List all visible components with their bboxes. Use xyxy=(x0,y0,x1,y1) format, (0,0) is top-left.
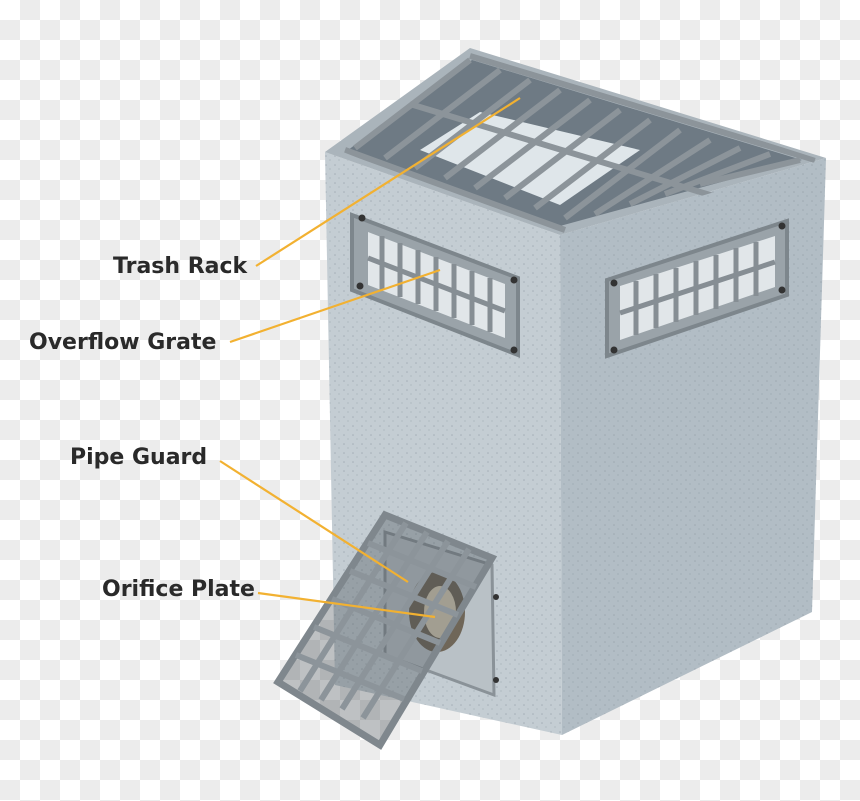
overflow-grate-leader-line xyxy=(229,268,441,344)
orifice-plate-label: Orifice Plate xyxy=(102,577,255,602)
overflow-grate-side xyxy=(605,218,789,359)
trash-rack-leader-line xyxy=(255,97,521,267)
orifice-plate-leader-line xyxy=(257,591,436,619)
overflow-grate-front xyxy=(350,212,520,358)
trash-rack xyxy=(343,53,816,233)
pipe-guard xyxy=(273,510,498,750)
pipe-guard-label: Pipe Guard xyxy=(70,445,208,470)
trash-rack-label: Trash Rack xyxy=(113,254,248,279)
overflow-grate-label: Overflow Grate xyxy=(29,330,217,355)
pipe-guard-leader-line xyxy=(219,460,409,583)
